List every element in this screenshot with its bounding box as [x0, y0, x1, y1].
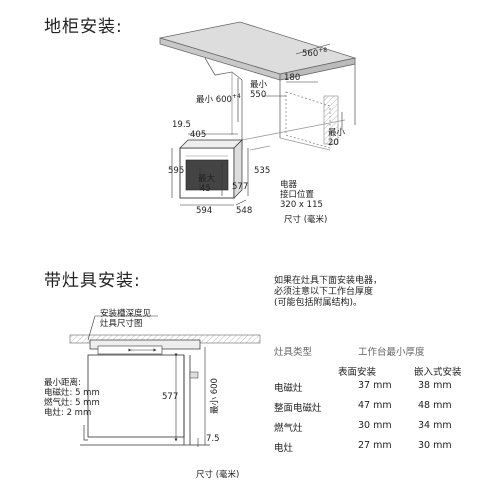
dim-19-5: 19.5: [172, 120, 191, 130]
section2-unit: 尺寸 (毫米): [196, 470, 240, 480]
table-row-3-inset: 30 mm: [418, 440, 452, 451]
table-row-2-surface: 30 mm: [358, 420, 392, 431]
table-row-1-type: 整面电磁灶: [274, 403, 322, 414]
table-sub-inset: 嵌入式安装: [414, 367, 462, 378]
dim-min550-a: 最小: [250, 80, 268, 90]
section1-unit: 尺寸 (毫米): [284, 215, 328, 225]
table-sub-surface: 表面安装: [338, 367, 377, 378]
hob-thickness-table: 灶具类型 工作台最小厚度 表面安装 嵌入式安装 电磁灶 37 mm 38 mm …: [274, 344, 474, 454]
sec2-dim-7-5: 7.5: [206, 434, 220, 444]
groove-label-2: 灶具尺寸图: [100, 319, 143, 329]
table-row-0-inset: 38 mm: [418, 380, 452, 391]
groove-label-1: 安装槽深度见: [100, 309, 152, 319]
min-distance-title: 最小距离:: [44, 378, 81, 388]
dim-595: 595: [168, 166, 185, 176]
electrical-line-2: 接口位置: [280, 190, 315, 200]
table-row-2-inset: 34 mm: [418, 420, 452, 431]
min-distance-gas: 燃气灶: 5 mm: [44, 398, 100, 408]
side-panel-hatch: [323, 95, 339, 145]
dim-max45-b: 45: [200, 184, 211, 194]
table-row-1-inset: 48 mm: [418, 400, 452, 411]
dim-535: 535: [254, 166, 271, 176]
table-row-2-type: 燃气灶: [274, 423, 303, 434]
table-row-3-surface: 27 mm: [358, 440, 392, 451]
table-row-0-surface: 37 mm: [358, 380, 392, 391]
electrical-line-1: 电器: [280, 180, 298, 190]
table-row-0-type: 电磁灶: [274, 383, 303, 394]
min-distance-induction: 电磁灶: 5 mm: [44, 388, 100, 398]
note-line-1: 如果在灶具下面安装电器，: [274, 276, 383, 286]
note-line-2: 必须注意以下工作台厚度: [274, 287, 374, 297]
dim-min20-a: 最小: [328, 128, 346, 138]
sec2-dim-min600: 最小 600: [210, 378, 220, 414]
section2-sideview: [69, 315, 261, 447]
sec2-dim-577: 577: [162, 392, 179, 402]
section1-title: 地柜安装:: [44, 17, 123, 37]
note-line-3: (可能包括附属结构)。: [274, 298, 363, 308]
dim-560: 560+8: [302, 47, 328, 59]
oven-front: [179, 139, 243, 199]
min-distance-electric: 电灶: 2 mm: [44, 408, 92, 418]
dim-548: 548: [236, 206, 253, 216]
dim-594: 594: [196, 206, 213, 216]
dim-577: 577: [232, 182, 249, 192]
cabinet-niche: [204, 57, 356, 151]
dim-min550-b: 550: [250, 90, 267, 100]
dim-max45-a: 最大: [198, 174, 216, 184]
section2-title: 带灶具安装:: [44, 271, 141, 291]
table-header-type: 灶具类型: [274, 347, 313, 358]
table-row-1-surface: 47 mm: [358, 400, 392, 411]
dim-180: 180: [284, 73, 301, 83]
dim-min20-b: 20: [328, 138, 339, 148]
dim-405: 405: [190, 130, 207, 140]
electrical-line-3: 320 x 115: [280, 200, 323, 210]
table-row-3-type: 电灶: [274, 443, 294, 454]
table-header-thickness: 工作台最小厚度: [358, 347, 425, 358]
dim-min600: 最小 600+4: [196, 93, 241, 105]
